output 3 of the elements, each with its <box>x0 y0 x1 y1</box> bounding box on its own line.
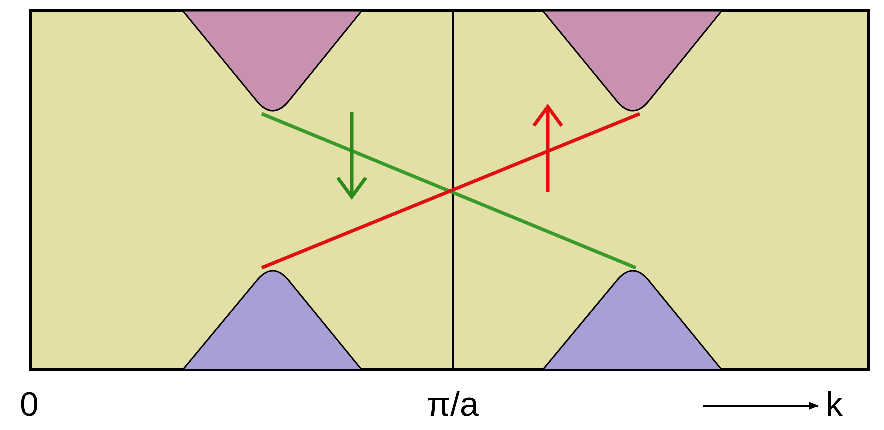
axis-label: k <box>826 386 843 424</box>
axis-label: π/a <box>427 386 479 424</box>
axis-label: 0 <box>20 386 39 424</box>
